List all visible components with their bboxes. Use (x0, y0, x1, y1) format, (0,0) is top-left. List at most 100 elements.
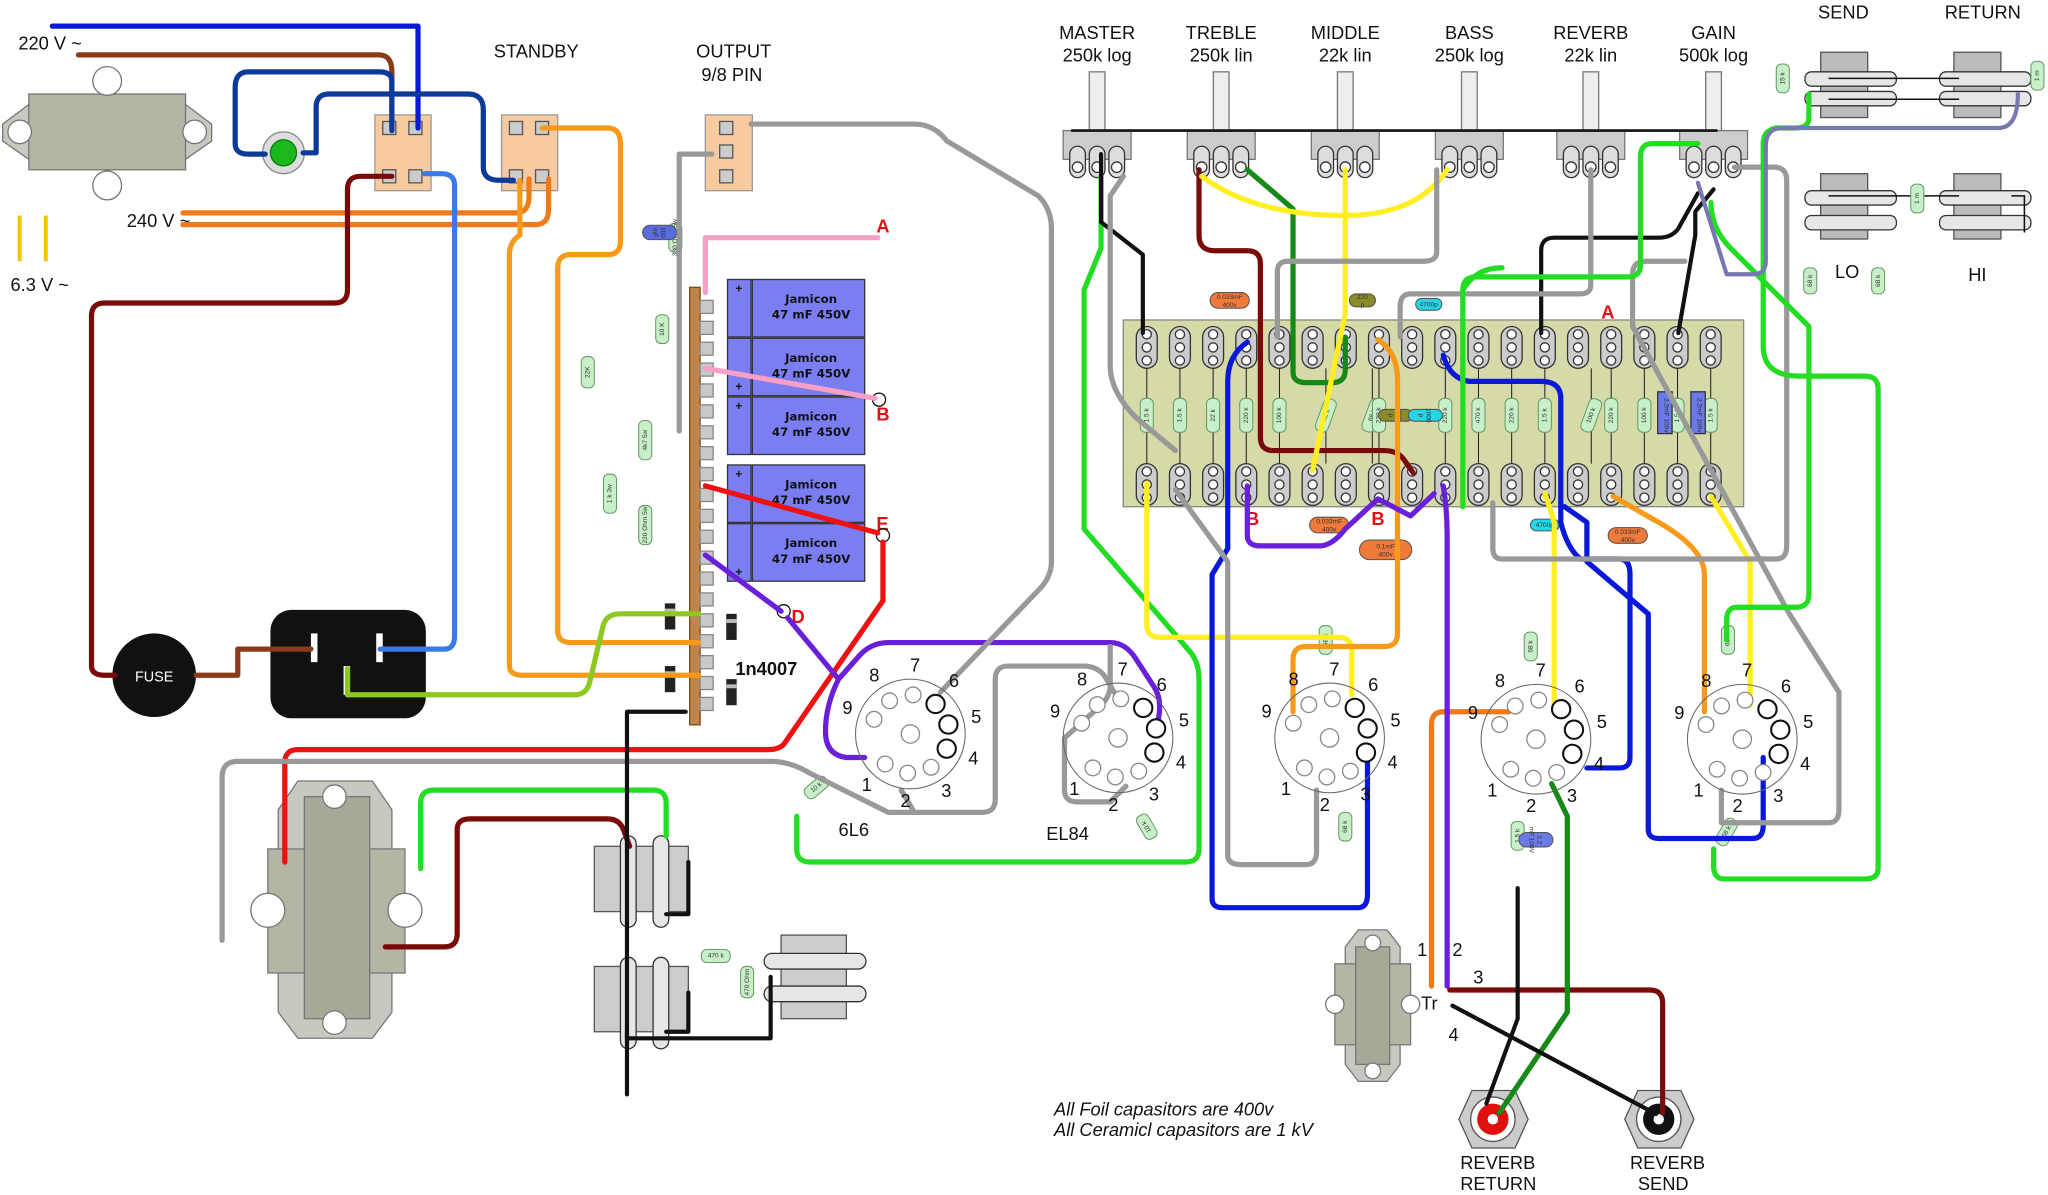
pot-lug-hole (1358, 161, 1371, 174)
eyelet (1572, 329, 1584, 340)
capacitor-value: 400v (1223, 302, 1238, 309)
speaker-jack-2[interactable] (593, 956, 690, 1050)
resistor: 1.5 k (1703, 397, 1718, 433)
speaker-jack-3[interactable] (763, 934, 867, 1020)
diode-band (726, 619, 737, 623)
capacitor: 2.2mF 100V (1518, 827, 1554, 854)
pin-number: 8 (1701, 670, 1711, 691)
diode-band (726, 684, 737, 689)
note-foil: All Foil capasitors are 400v (1053, 1098, 1274, 1119)
pin-number: 7 (910, 654, 920, 675)
resistor: 100 k (1637, 397, 1652, 433)
diode-1n4007 (726, 613, 737, 640)
resistor-value: 1 k 3w (607, 484, 614, 503)
wire-purple (1244, 483, 1437, 549)
wire-purple (1440, 483, 1450, 989)
pin-number: 3 (1361, 784, 1371, 805)
iec-inlet (270, 609, 426, 719)
send-jack[interactable] (1804, 51, 1898, 119)
pin-number: 9 (842, 697, 852, 718)
pot-shaft (1088, 71, 1106, 132)
resistor: 470 k (1471, 397, 1486, 433)
resistor-value: 68 k (1342, 820, 1349, 833)
eyelet (1506, 342, 1517, 353)
point-b-label: B (876, 404, 889, 425)
pin-number: 2 (901, 790, 911, 811)
reverb-return-jack[interactable] (1458, 1089, 1529, 1149)
input-hi-jack[interactable] (1938, 173, 2032, 240)
resistor-value: 1 m (1914, 193, 1921, 204)
capacitor-value: mF 100V (1527, 827, 1534, 854)
socket-pin (1318, 768, 1336, 786)
pin-number: 9 (1468, 702, 1478, 723)
eyelet (1473, 342, 1484, 353)
diode-1n4007 (726, 679, 737, 706)
capacitor-value: 4700p (1536, 522, 1554, 529)
power-switch[interactable] (374, 114, 432, 192)
resistor-value: 1.5 k (1674, 408, 1681, 423)
socket-pin (1713, 697, 1731, 715)
socket-pin (1563, 719, 1585, 740)
resistor: 220 Ohm 5w (638, 504, 653, 546)
pin-number: 5 (1803, 711, 1813, 732)
plus-sign: + (735, 566, 742, 579)
wire-purple (835, 639, 1163, 721)
reverb-pin-2: 2 (1452, 939, 1462, 960)
eyelet (1605, 466, 1617, 477)
resistor-body (1471, 397, 1486, 433)
resistor-body (1775, 63, 1790, 94)
capacitor-value: 100 (659, 227, 666, 238)
pin-number: 1 (1069, 778, 1079, 799)
socket-outline (1480, 683, 1592, 795)
socket-pin (876, 755, 894, 773)
pot-lug-hole (1565, 161, 1578, 174)
terminal-lug (699, 654, 714, 670)
socket-center (1108, 728, 1128, 748)
eyelet (1473, 329, 1484, 340)
eyelet (1307, 492, 1318, 503)
socket-pin (865, 710, 883, 728)
input-lo-jack[interactable] (1804, 173, 1898, 240)
resistor-value: 1.5 k (1707, 408, 1714, 423)
filter-cap-body (751, 278, 866, 338)
rectifier-label: 1n4007 (735, 658, 797, 679)
eyelet (1241, 466, 1252, 477)
socket-pin (1073, 714, 1091, 732)
resistor-body (1537, 397, 1552, 433)
resistor-body (1135, 813, 1158, 840)
electrolytic-body (1657, 391, 1673, 435)
terminal-lug (699, 508, 714, 524)
return-jack[interactable] (1938, 51, 2032, 119)
pin-number: 5 (1390, 710, 1400, 731)
resistor-body (602, 473, 618, 514)
resistor: 1 m (2030, 60, 2045, 91)
eyelet (1440, 329, 1451, 340)
resistor-value: 68 k (1875, 274, 1882, 287)
eyelet (1473, 355, 1484, 366)
terminal-lug (699, 487, 714, 503)
reverb-send-jack[interactable] (1624, 1089, 1695, 1149)
eyelet (1473, 479, 1484, 490)
resistor-body (1523, 631, 1538, 662)
socket-pin (904, 686, 922, 704)
pot-shaft (1705, 71, 1723, 132)
resistor-value: 4k7 5w (642, 430, 649, 451)
point-d-label: D (792, 606, 805, 627)
filter-cap-brand: Jamicon (784, 292, 837, 306)
socket-pin (1344, 697, 1365, 719)
